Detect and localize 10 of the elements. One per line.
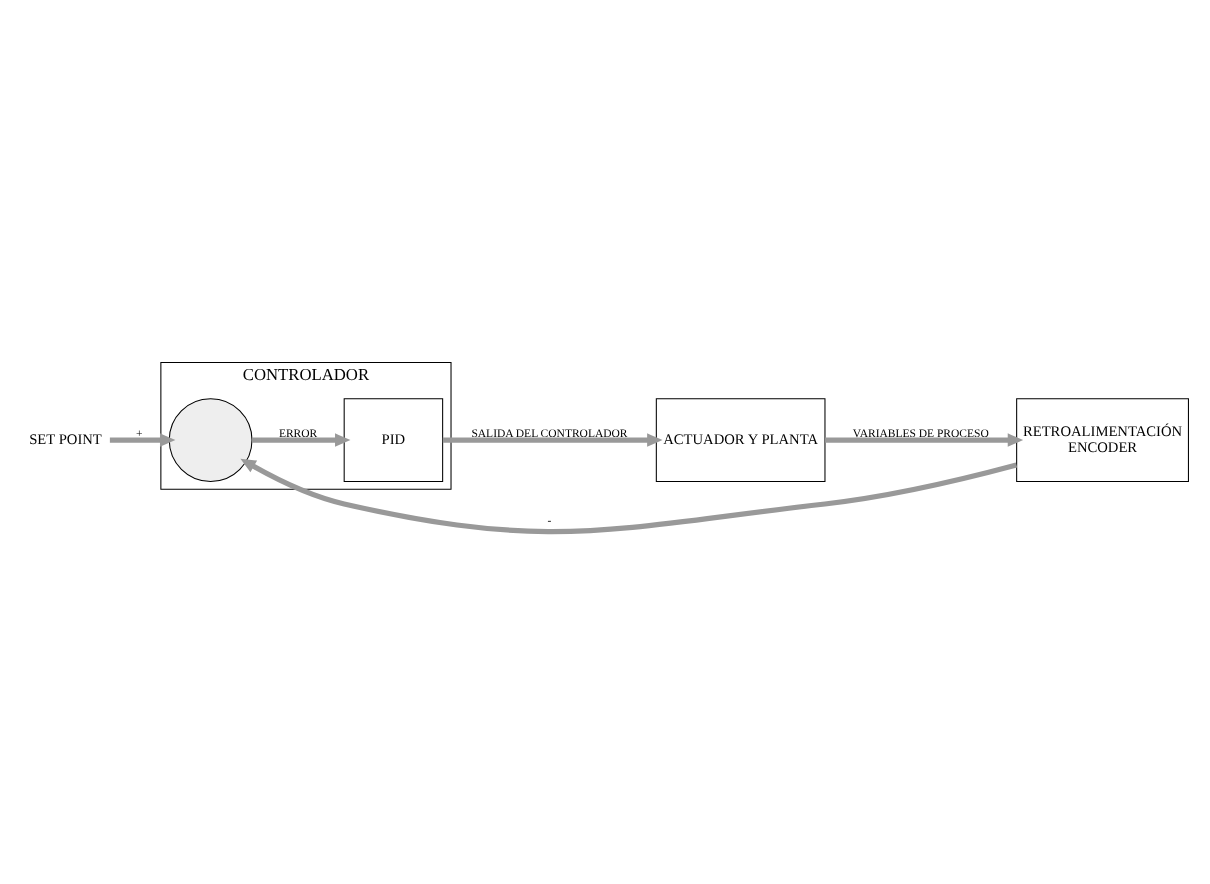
arrow <box>109 432 176 446</box>
node-circle <box>168 397 253 481</box>
arrow <box>240 457 1018 534</box>
node-box: PID <box>343 397 444 481</box>
arrow <box>442 432 663 446</box>
node-box: ACTUADOR Y PLANTA <box>655 397 826 481</box>
node-text: SET POINT <box>29 428 102 447</box>
node-box: RETROALIMENTACIÓN ENCODER <box>1016 397 1189 481</box>
arrow <box>825 432 1024 446</box>
arrow <box>252 432 351 446</box>
